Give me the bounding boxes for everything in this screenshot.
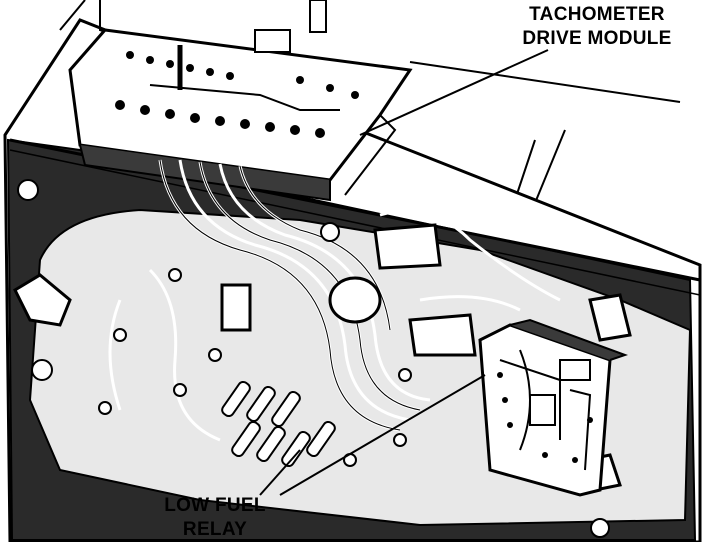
circuit-board (478, 318, 629, 497)
relay-label-line2: RELAY (182, 519, 248, 540)
tachometer-label-line2: DRIVE MODULE (522, 28, 672, 49)
relay-label-line1: LOW FUEL (164, 495, 266, 516)
leader-lines (259, 49, 549, 496)
tachometer-label-line1: TACHOMETER (529, 4, 665, 25)
tachometer-drive-module-label: TACHOMETER DRIVE MODULE (497, 3, 697, 51)
mounting-bolts (17, 179, 610, 538)
tachometer-module (68, 0, 413, 202)
low-fuel-relay-label: LOW FUEL RELAY (140, 494, 290, 542)
relay-pins (221, 380, 336, 468)
